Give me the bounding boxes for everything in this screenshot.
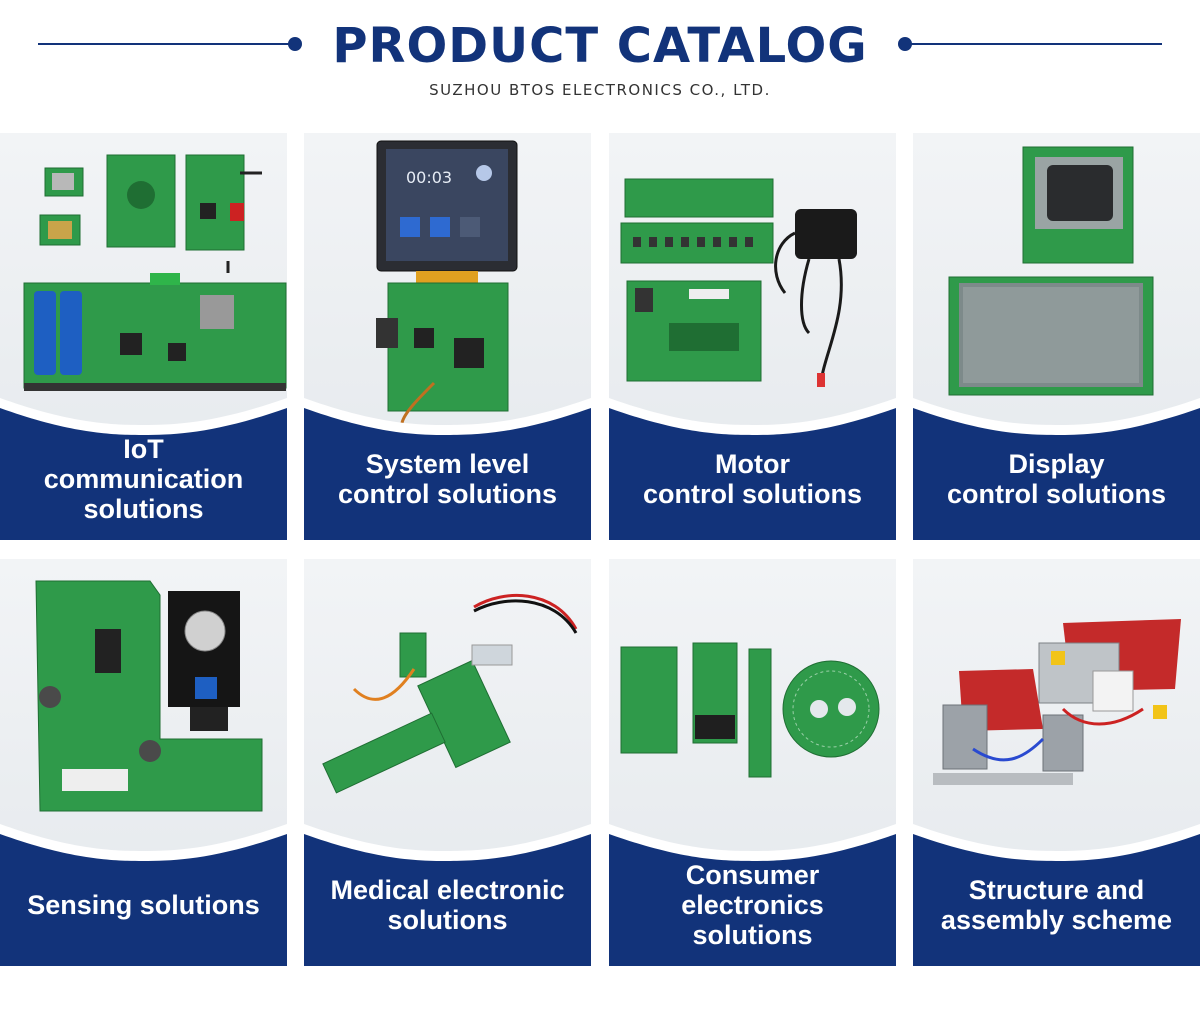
- card-medical-electronic[interactable]: Medical electronic solutions: [304, 559, 591, 966]
- card-label: Consumer electronics solutions: [681, 860, 824, 950]
- card-label: Motor control solutions: [643, 449, 862, 509]
- card-label: IoT communication solutions: [43, 434, 244, 524]
- card-wave-banner: [609, 398, 896, 540]
- motor-boards-image: [620, 178, 857, 387]
- company-name: SUZHOU BTOS ELECTRONICS CO., LTD.: [429, 81, 771, 99]
- card-wave-banner: [0, 824, 287, 966]
- card-system-control[interactable]: 00:03 System level control solutions: [304, 133, 591, 540]
- card-wave-banner: [304, 398, 591, 540]
- screen-time-text: 00:03: [406, 168, 452, 187]
- header-rule-left: [38, 43, 294, 45]
- page-title: PRODUCT CATALOG: [332, 18, 868, 74]
- header-dot-left: [288, 37, 302, 51]
- card-label: Structure and assembly scheme: [940, 875, 1173, 935]
- card-label: Sensing solutions: [27, 890, 260, 920]
- card-motor-control[interactable]: Motor control solutions: [609, 133, 896, 540]
- card-wave-banner: [913, 824, 1200, 966]
- card-label: Display control solutions: [947, 449, 1166, 509]
- header-dot-right: [898, 37, 912, 51]
- card-wave-banner: [304, 824, 591, 966]
- card-wave-banner: [609, 824, 896, 966]
- card-consumer-electronics[interactable]: Consumer electronics solutions: [609, 559, 896, 966]
- medical-board-image: [322, 593, 578, 794]
- card-iot-communication[interactable]: IoT communication solutions: [0, 133, 287, 540]
- card-label: System level control solutions: [338, 449, 557, 509]
- iot-boards-image: [23, 154, 287, 391]
- catalog-header: PRODUCT CATALOG SUZHOU BTOS ELECTRONICS …: [0, 0, 1200, 130]
- card-wave-banner: [0, 398, 287, 540]
- card-wave-banner: [913, 398, 1200, 540]
- system-board-image: 00:03: [376, 140, 518, 424]
- sensing-board-image: [35, 580, 263, 812]
- card-display-control[interactable]: Display control solutions: [913, 133, 1200, 540]
- consumer-boards-image: [620, 642, 880, 778]
- header-rule-right: [906, 43, 1162, 45]
- display-modules-image: [948, 146, 1154, 396]
- card-label: Medical electronic solutions: [330, 875, 565, 935]
- card-sensing[interactable]: Sensing solutions: [0, 559, 287, 966]
- card-structure-assembly[interactable]: Structure and assembly scheme: [913, 559, 1200, 966]
- assembly-mechanism-image: [933, 619, 1181, 785]
